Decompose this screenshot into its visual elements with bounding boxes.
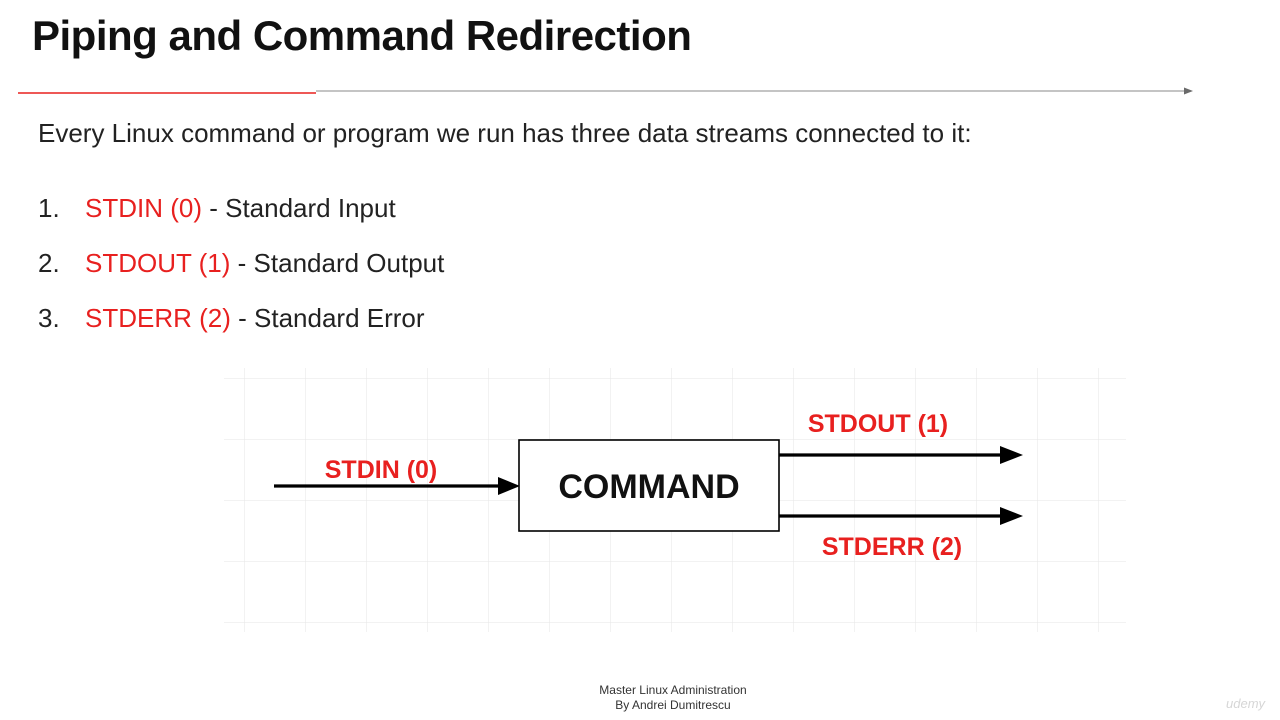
stderr-arrow xyxy=(779,507,1023,525)
command-label: COMMAND xyxy=(558,468,739,506)
stderr-label: STDERR (2) xyxy=(822,533,962,561)
udemy-watermark-logo: udemy xyxy=(1226,696,1266,711)
stream-name: STDERR (2) xyxy=(85,303,231,333)
footer-course-title: Master Linux Administration xyxy=(599,683,747,697)
stream-name: STDOUT (1) xyxy=(85,248,231,278)
list-item: 2. STDOUT (1) - Standard Output xyxy=(38,248,444,303)
data-streams-diagram: STDIN (0) COMMAND STDOUT (1) STDERR (2) xyxy=(224,368,1126,632)
footer: Master Linux Administration By Andrei Du… xyxy=(473,683,873,713)
stream-list: 1. STDIN (0) - Standard Input 2. STDOUT … xyxy=(38,193,444,358)
stream-description: - Standard Output xyxy=(237,248,445,278)
intro-text: Every Linux command or program we run ha… xyxy=(38,118,972,148)
list-item: 3. STDERR (2) - Standard Error xyxy=(38,303,444,358)
stream-description: - Standard Input xyxy=(209,193,396,223)
list-item-number: 2. xyxy=(38,248,60,278)
list-item: 1. STDIN (0) - Standard Input xyxy=(38,193,444,248)
stdin-arrow xyxy=(274,477,520,495)
stream-description: - Standard Error xyxy=(238,303,425,333)
command-box xyxy=(518,439,780,532)
stdout-label: STDOUT (1) xyxy=(808,410,948,438)
list-item-number: 1. xyxy=(38,193,60,223)
slide-title: Piping and Command Redirection xyxy=(32,12,692,59)
footer-author: By Andrei Dumitrescu xyxy=(615,698,731,712)
list-item-number: 3. xyxy=(38,303,60,333)
title-underline xyxy=(18,87,1193,95)
stream-name: STDIN (0) xyxy=(85,193,202,223)
stdin-label: STDIN (0) xyxy=(325,456,438,484)
stdout-arrow xyxy=(779,446,1023,464)
